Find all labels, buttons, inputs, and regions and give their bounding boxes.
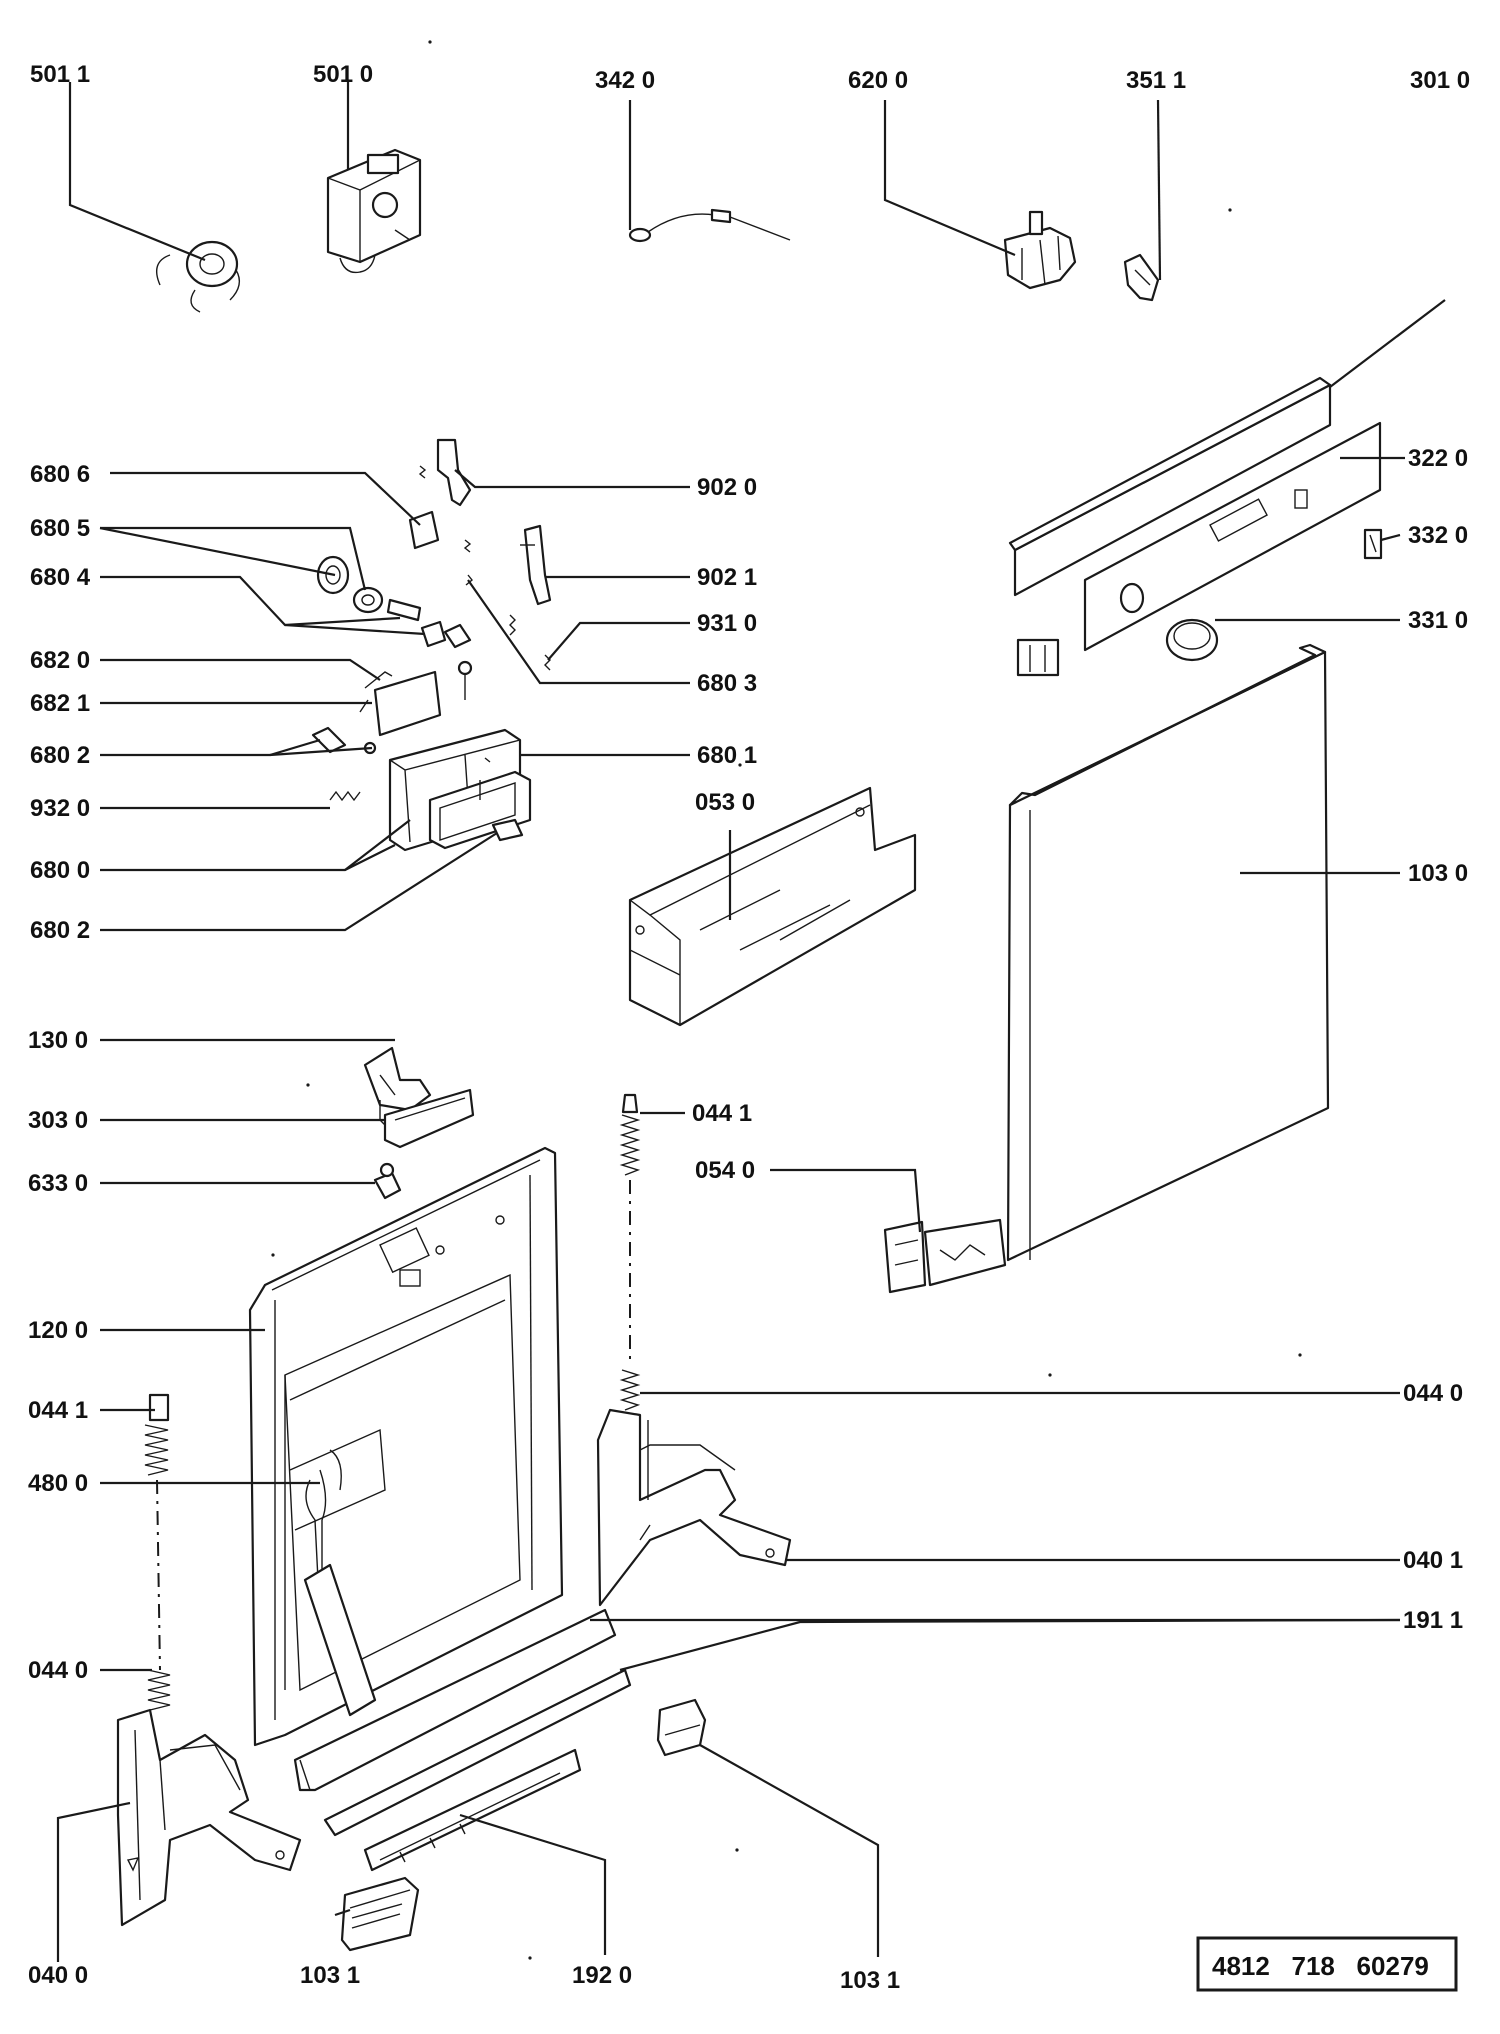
label-303-0: 303 0 <box>28 1107 88 1134</box>
part-680-2-pin <box>311 726 524 842</box>
part-103-1-foot-right <box>656 1698 707 1757</box>
label-044-0: 044 0 <box>28 1657 88 1684</box>
part-044-0-spring-right <box>619 1369 641 1411</box>
part-044-0-spring-left <box>147 1669 171 1711</box>
label-480-0: 480 0 <box>28 1470 88 1497</box>
part-192-0-strip <box>323 1668 632 1872</box>
label-620-0: 620 0 <box>848 67 908 94</box>
part-680-3-screws <box>443 623 473 700</box>
leader-lines <box>56 82 1446 1962</box>
label-501-1: 501 1 <box>30 61 90 88</box>
label-332-0: 332 0 <box>1408 522 1468 549</box>
label-351-1: 351 1 <box>1126 67 1186 94</box>
part-620-0-bracket <box>1003 210 1077 290</box>
label-501-0: 501 0 <box>313 61 373 88</box>
label-633-0: 633 0 <box>28 1170 88 1197</box>
part-501-0-timer <box>326 148 422 274</box>
part-680-5-spring-washer <box>316 555 384 614</box>
label-103-0: 103 0 <box>1408 860 1468 887</box>
part-191-1-trim <box>293 1608 617 1792</box>
label-044-0: 044 0 <box>1403 1380 1463 1407</box>
label-103-1: 103 1 <box>300 1962 360 1989</box>
part-053-0-bracket <box>628 786 917 1027</box>
part-103-1-foot-left <box>340 1876 420 1952</box>
label-103-1: 103 1 <box>840 1967 900 1994</box>
label-680-1: 680 1 <box>697 742 757 769</box>
label-040-0: 040 0 <box>28 1962 88 1989</box>
label-040-1: 040 1 <box>1403 1547 1463 1574</box>
label-342-0: 342 0 <box>595 67 655 94</box>
label-680-5: 680 5 <box>30 515 90 542</box>
label-680-6: 680 6 <box>30 461 90 488</box>
part-301-0-control-panel <box>1008 376 1332 677</box>
label-931-0: 931 0 <box>697 610 757 637</box>
part-680-4-pin <box>386 598 447 648</box>
part-351-1-clip <box>1123 253 1160 302</box>
part-303-0-handle <box>379 1088 475 1149</box>
label-680-3: 680 3 <box>697 670 757 697</box>
label-044-1: 044 1 <box>692 1100 752 1127</box>
part-040-1-hinge-right <box>596 1408 792 1607</box>
part-931-0-springs <box>463 539 551 671</box>
part-040-0-hinge-left <box>116 1708 302 1927</box>
part-480-0-wiring <box>303 1449 377 1717</box>
label-680-4: 680 4 <box>30 564 91 591</box>
label-902-0: 902 0 <box>697 474 757 501</box>
part-902-1-rod <box>520 524 552 606</box>
part-501-1-knob <box>156 240 241 313</box>
part-680-6-latch-block <box>408 510 440 550</box>
label-680-2: 680 2 <box>30 917 90 944</box>
label-054-0: 054 0 <box>695 1157 755 1184</box>
part-054-0-hinge-cover <box>883 1218 1007 1294</box>
part-103-0-door-panel <box>1006 643 1330 1262</box>
part-130-0-latch <box>363 1046 432 1112</box>
label-053-0: 053 0 <box>695 789 755 816</box>
label-902-1: 902 1 <box>697 564 757 591</box>
part-633-0-clip <box>373 1162 402 1200</box>
label-192-0: 192 0 <box>572 1962 632 1989</box>
label-682-1: 682 1 <box>30 690 90 717</box>
stray-dots <box>271 40 1302 1960</box>
label-130-0: 130 0 <box>28 1027 88 1054</box>
part-044-1-spring-left <box>144 1393 170 1671</box>
label-044-1: 044 1 <box>28 1397 88 1424</box>
part-680-1-lock-body <box>388 728 532 852</box>
label-322-0: 322 0 <box>1408 445 1468 472</box>
label-932-0: 932 0 <box>30 795 90 822</box>
part-044-1-spring-right <box>619 1093 641 1365</box>
label-191-1: 191 1 <box>1403 1607 1463 1634</box>
drawing-code: 4812 718 60279 <box>1212 1951 1429 1981</box>
part-322-0-panel-cover <box>1083 421 1382 652</box>
part-902-0-latch <box>418 438 472 507</box>
label-120-0: 120 0 <box>28 1317 88 1344</box>
part-932-0-spring <box>329 790 361 802</box>
label-301-0: 301 0 <box>1410 67 1470 94</box>
label-331-0: 331 0 <box>1408 607 1468 634</box>
label-682-0: 682 0 <box>30 647 90 674</box>
label-680-0: 680 0 <box>30 857 90 884</box>
part-labels: 501 1 501 0 342 0 620 0 351 1 301 0 680 … <box>28 61 1470 1994</box>
label-680-2: 680 2 <box>30 742 90 769</box>
drawing-code-box: 4812 718 60279 <box>1196 1936 1458 1992</box>
part-332-0-indicator <box>1363 528 1383 560</box>
part-342-0-cable <box>628 208 791 243</box>
part-331-0-knob <box>1165 618 1219 662</box>
